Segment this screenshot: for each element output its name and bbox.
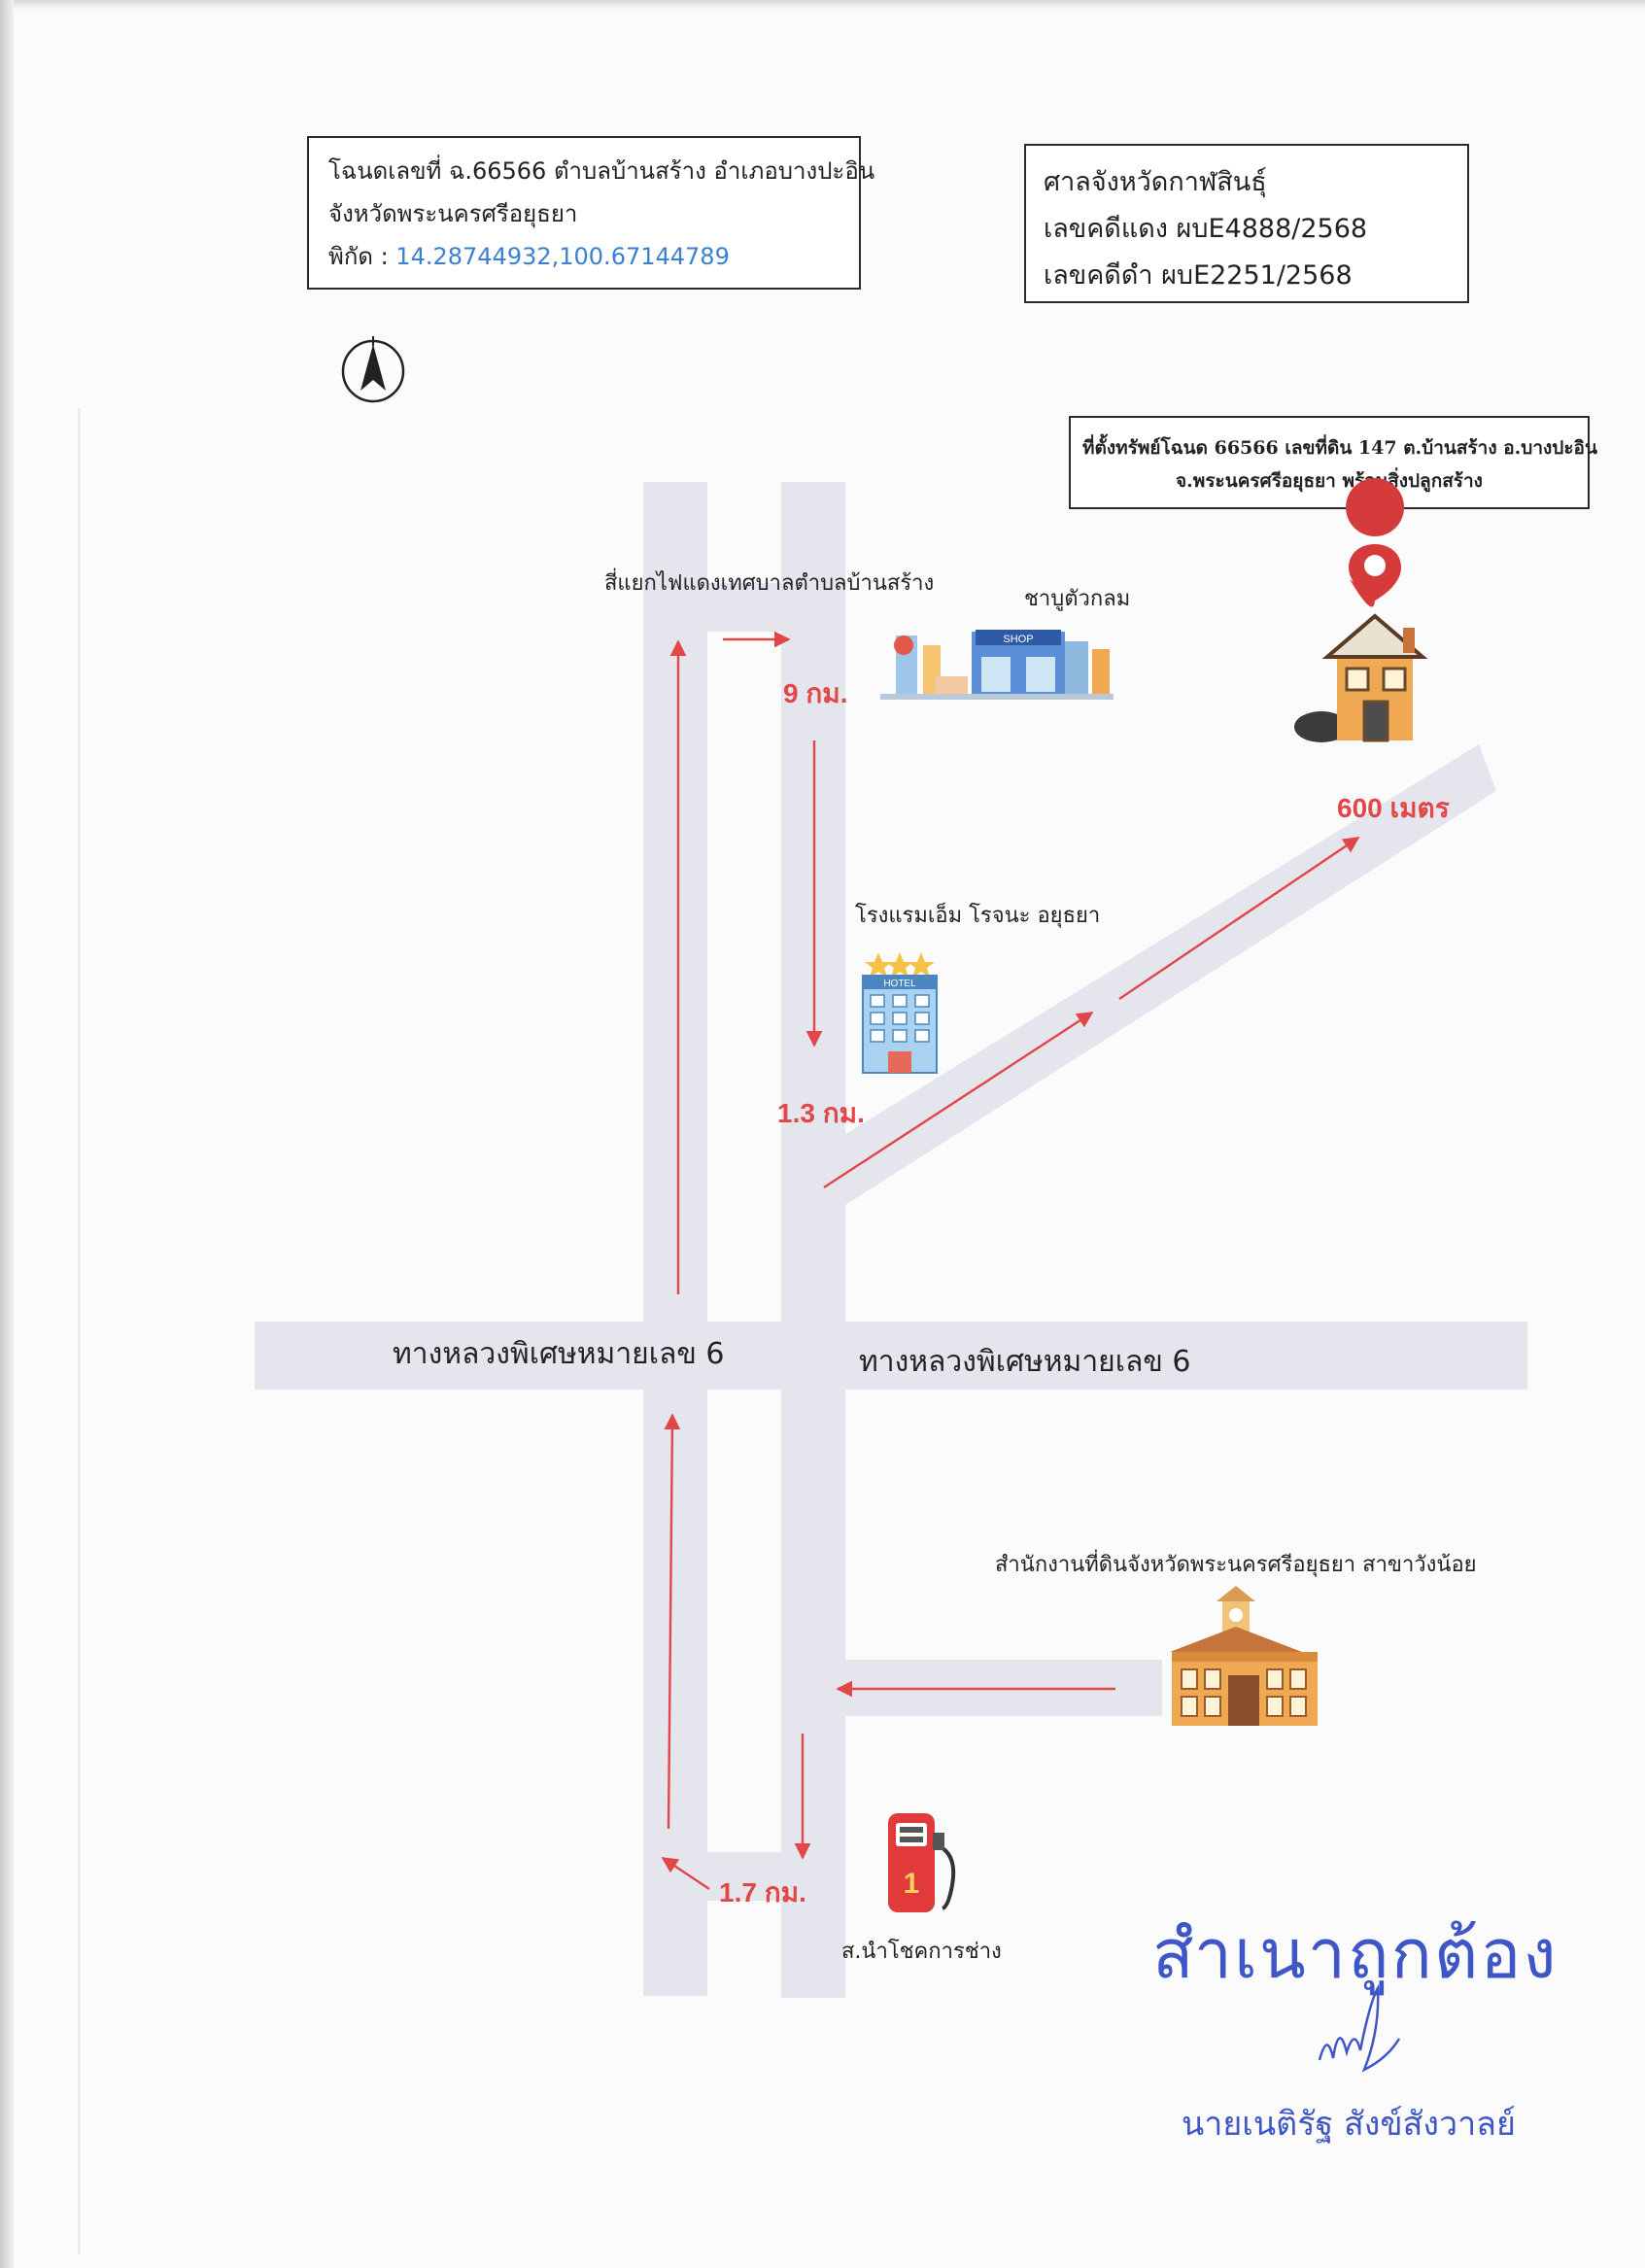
- fuel-pump-icon: 1: [888, 1813, 956, 1912]
- road-connector-top: [707, 583, 781, 632]
- distance-600m: 600 เมตร: [1337, 793, 1450, 823]
- shop-sign-text: SHOP: [1003, 634, 1033, 645]
- label-hotel: โรงแรมเอ็ม โรจนะ อยุธยา: [855, 904, 1101, 928]
- property-line-2: จ.พระนครศรีอยุธยา พร้อมสิ่งปลูกสร้าง: [1176, 470, 1483, 492]
- scan-edge-top: [0, 0, 1645, 10]
- signer-name: นายเนติรัฐ สังข์สังวาลย์: [1182, 2105, 1516, 2144]
- road-connector-bottom: [707, 1852, 781, 1901]
- deed-line-1: โฉนดเลขที่ ฉ.66566 ตำบลบ้านสร้าง อำเภอบา…: [328, 157, 875, 185]
- property-location-box: ที่ตั้งทรัพย์โฉนด 66566 เลขที่ดิน 147 ต.…: [1069, 416, 1597, 509]
- court-name: ศาลจังหวัดกาฬสินธุ์: [1044, 167, 1267, 197]
- arrow-diagonal-1: [823, 1011, 1094, 1189]
- north-arrow-icon: [341, 336, 405, 403]
- house-icon: [1294, 613, 1428, 742]
- certified-copy-stamp: สำเนาถูกต้อง: [1152, 1914, 1559, 1994]
- hotel-icon: HOTEL: [862, 952, 938, 1074]
- label-highway-left: ทางหลวงพิเศษหมายเลข 6: [393, 1337, 725, 1371]
- arrow-up-left-lower: [664, 1413, 681, 1830]
- shop-icon: SHOP: [880, 630, 1114, 700]
- road-vertical-left: [643, 482, 707, 1996]
- coordinate-value: 14.28744932,100.67144789: [395, 243, 730, 270]
- coordinate-label: พิกัด :: [328, 243, 389, 270]
- arrow-to-left-bottom: [661, 1857, 710, 1890]
- label-intersection: สี่แยกไฟแดงเทศบาลตำบลบ้านสร้าง: [604, 571, 935, 596]
- court-case-box: ศาลจังหวัดกาฬสินธุ์ เลขคดีแดง ผบE4888/25…: [1024, 144, 1469, 303]
- hotel-sign-text: HOTEL: [883, 979, 916, 989]
- label-highway-right: ทางหลวงพิเศษหมายเลข 6: [859, 1345, 1191, 1379]
- red-case-number: เลขคดีแดง ผบE4888/2568: [1044, 214, 1368, 244]
- deed-info-box: โฉนดเลขที่ ฉ.66566 ตำบลบ้านสร้าง อำเภอบา…: [307, 136, 875, 290]
- road-highway-6: [255, 1322, 1527, 1390]
- scan-fold-line: [78, 408, 81, 2254]
- distance-9km: 9 กม.: [783, 678, 848, 708]
- label-shabu: ชาบูตัวกลม: [1024, 587, 1131, 611]
- location-pin-icon: [1346, 478, 1405, 607]
- arrow-diagonal-2: [1118, 837, 1360, 1000]
- label-land-office: สำนักงานที่ดินจังหวัดพระนครศรีอยุธยา สาข…: [995, 1553, 1477, 1577]
- property-line-1: ที่ตั้งทรัพย์โฉนด 66566 เลขที่ดิน 147 ต.…: [1082, 437, 1597, 459]
- route-arrows: [661, 631, 1360, 1890]
- distance-1-3km: 1.3 กม.: [777, 1098, 865, 1128]
- pump-number: 1: [904, 1868, 920, 1900]
- distance-1-7km: 1.7 กม.: [719, 1877, 806, 1907]
- scan-edge-left: [0, 0, 14, 2268]
- coordinate-line: พิกัด : 14.28744932,100.67144789: [328, 235, 843, 278]
- label-gas-station: ส.นำโชคการช่าง: [841, 1940, 1002, 1964]
- black-case-number: เลขคดีดำ ผบE2251/2568: [1044, 260, 1353, 291]
- road-vertical-right: [781, 482, 845, 1998]
- deed-line-2: จังหวัดพระนครศรีอยุธยา: [328, 200, 578, 227]
- government-building-icon: [1170, 1586, 1318, 1726]
